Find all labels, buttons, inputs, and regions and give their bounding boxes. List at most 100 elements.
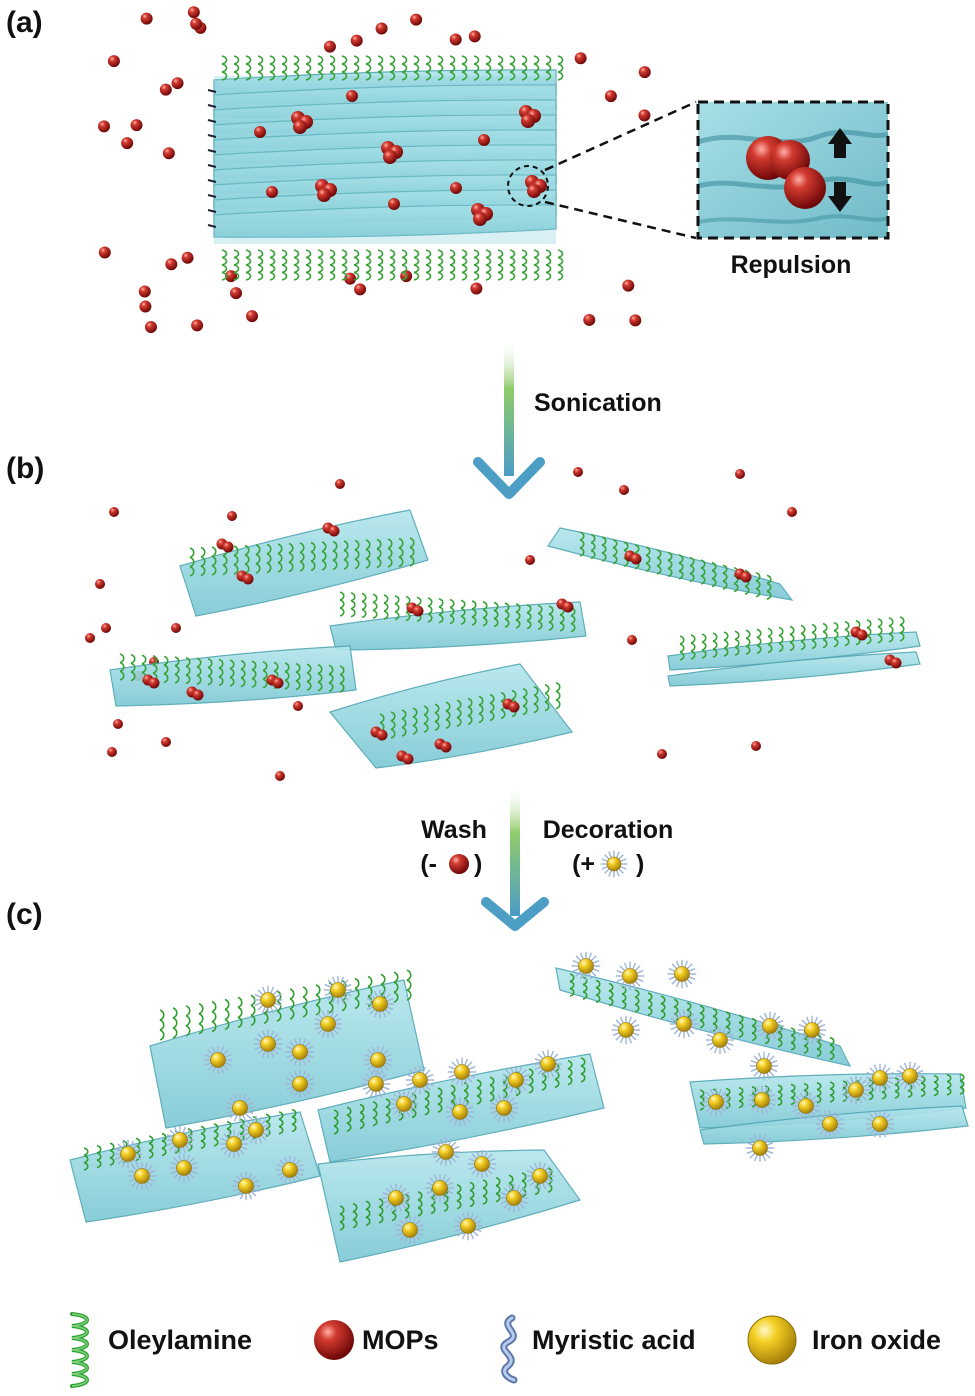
oleylamine-chain [269, 249, 276, 281]
graphene-like-sheet [547, 527, 794, 601]
oleylamine-chain [207, 658, 213, 686]
oleylamine-chain [569, 973, 575, 997]
oleylamine-chain [537, 604, 543, 631]
mop-particle [162, 147, 175, 160]
arrow-shaft [504, 342, 514, 476]
oleylamine-chain [339, 665, 345, 693]
oleylamine-chain [343, 540, 349, 570]
oleylamine-chain [461, 55, 468, 81]
oleylamine-chain [385, 1098, 391, 1124]
oleylamine-chain [361, 592, 367, 619]
mop-particle [109, 507, 119, 517]
oleylamine-chain [621, 985, 627, 1010]
oleylamine-chain [522, 687, 528, 716]
oleylamine-chain [306, 663, 312, 691]
oleylamine-chain [555, 681, 561, 710]
oleylamine-chain [608, 982, 614, 1007]
oleylamine-chain [822, 622, 828, 649]
iron-oxide-particle [431, 1137, 461, 1167]
mop-particle [638, 66, 651, 79]
iron-oxide-particle [241, 1115, 271, 1145]
iron-oxide-particle [815, 1109, 845, 1139]
oleylamine-chain [701, 633, 707, 659]
oleylamine-chain [745, 629, 751, 656]
iron-oxide-particle [231, 1171, 261, 1201]
iron-oxide-particle [600, 850, 628, 878]
mop-particle [473, 212, 487, 226]
oleylamine-chain [389, 249, 396, 281]
oleylamine-chain [352, 1202, 358, 1229]
mop-particle [272, 677, 284, 689]
exfoliated-sheets [109, 509, 921, 769]
oleylamine-chain [438, 597, 444, 624]
oleylamine-icon [70, 1312, 89, 1388]
oleylamine-chain [777, 1024, 783, 1048]
mop-particle [181, 251, 194, 264]
oleylamine-chain [240, 659, 246, 688]
iron-oxide-particle [361, 1069, 391, 1099]
oleylamine-chain [293, 55, 300, 81]
oleylamine-chain [233, 55, 240, 81]
oleylamine-chain [689, 556, 695, 583]
oleylamine-chain [866, 618, 872, 645]
oleylamine-chain [310, 541, 316, 572]
oleylamine-chain [920, 1075, 926, 1098]
oleylamine-chain [946, 1074, 952, 1096]
panel-c-illustration [69, 951, 969, 1263]
oleylamine-chain [196, 657, 202, 685]
sonication-arrow [473, 342, 545, 499]
iron-oxide-particle [611, 1015, 641, 1045]
oleylamine-chain [582, 976, 588, 1000]
oleylamine-chain [868, 1078, 874, 1101]
mop-particle [449, 33, 462, 46]
legend-item-mops: MOPs [314, 1320, 439, 1360]
arrow-shaft [510, 788, 520, 916]
oleylamine-chain [221, 249, 228, 281]
mop-particle [562, 601, 574, 613]
mop-particle [527, 184, 541, 198]
oleylamine-chain [245, 249, 252, 281]
oleylamine-chain [339, 1205, 345, 1231]
oleylamine-chain [251, 660, 257, 688]
oleylamine-chain [467, 697, 473, 726]
oleylamine-chain [690, 634, 696, 660]
mop-particle [412, 605, 424, 617]
mop-particle [191, 319, 204, 332]
oleylamine-chain [667, 551, 673, 578]
oleylamine-chain [317, 55, 324, 81]
iron-oxide-particle [669, 1009, 699, 1039]
oleylamine-chain [367, 975, 373, 1008]
mop-particle [440, 741, 452, 753]
oleylamine-chain [456, 699, 462, 728]
mop-particle-inset [784, 167, 826, 209]
iron-oxide-particle [253, 1029, 283, 1059]
oleylamine-chain [489, 1076, 495, 1102]
oleylamine-chain [449, 598, 455, 625]
iron-oxide-particle [499, 1183, 529, 1213]
mop-particle [328, 525, 340, 537]
oleylamine-chain [656, 549, 662, 575]
oleylamine-chain [489, 693, 495, 722]
legend-label-oleylamine: Oleylamine [108, 1325, 252, 1355]
oleylamine-chain [711, 561, 717, 588]
wash-paren-open: (- [420, 850, 437, 878]
oleylamine-chain [485, 249, 492, 281]
oleylamine-chain [833, 621, 839, 648]
iron-oxide-particle [285, 1037, 315, 1067]
mop-particle [354, 283, 367, 296]
iron-oxide-particle [363, 1045, 393, 1075]
oleylamine-chain [482, 600, 488, 627]
oleylamine-chain [329, 249, 336, 281]
mop-icon [449, 854, 469, 874]
mop-particle [740, 571, 752, 583]
graphene-like-sheet [329, 601, 587, 651]
mop-particle [165, 258, 178, 271]
iron-oxide-particle [323, 975, 353, 1005]
oleylamine-chain [413, 249, 420, 281]
oleylamine-chain [437, 55, 444, 81]
oleylamine-chain [413, 55, 420, 81]
oleylamine-chain [533, 249, 540, 281]
oleylamine-chain [328, 664, 334, 693]
oleylamine-chain [315, 984, 321, 1016]
